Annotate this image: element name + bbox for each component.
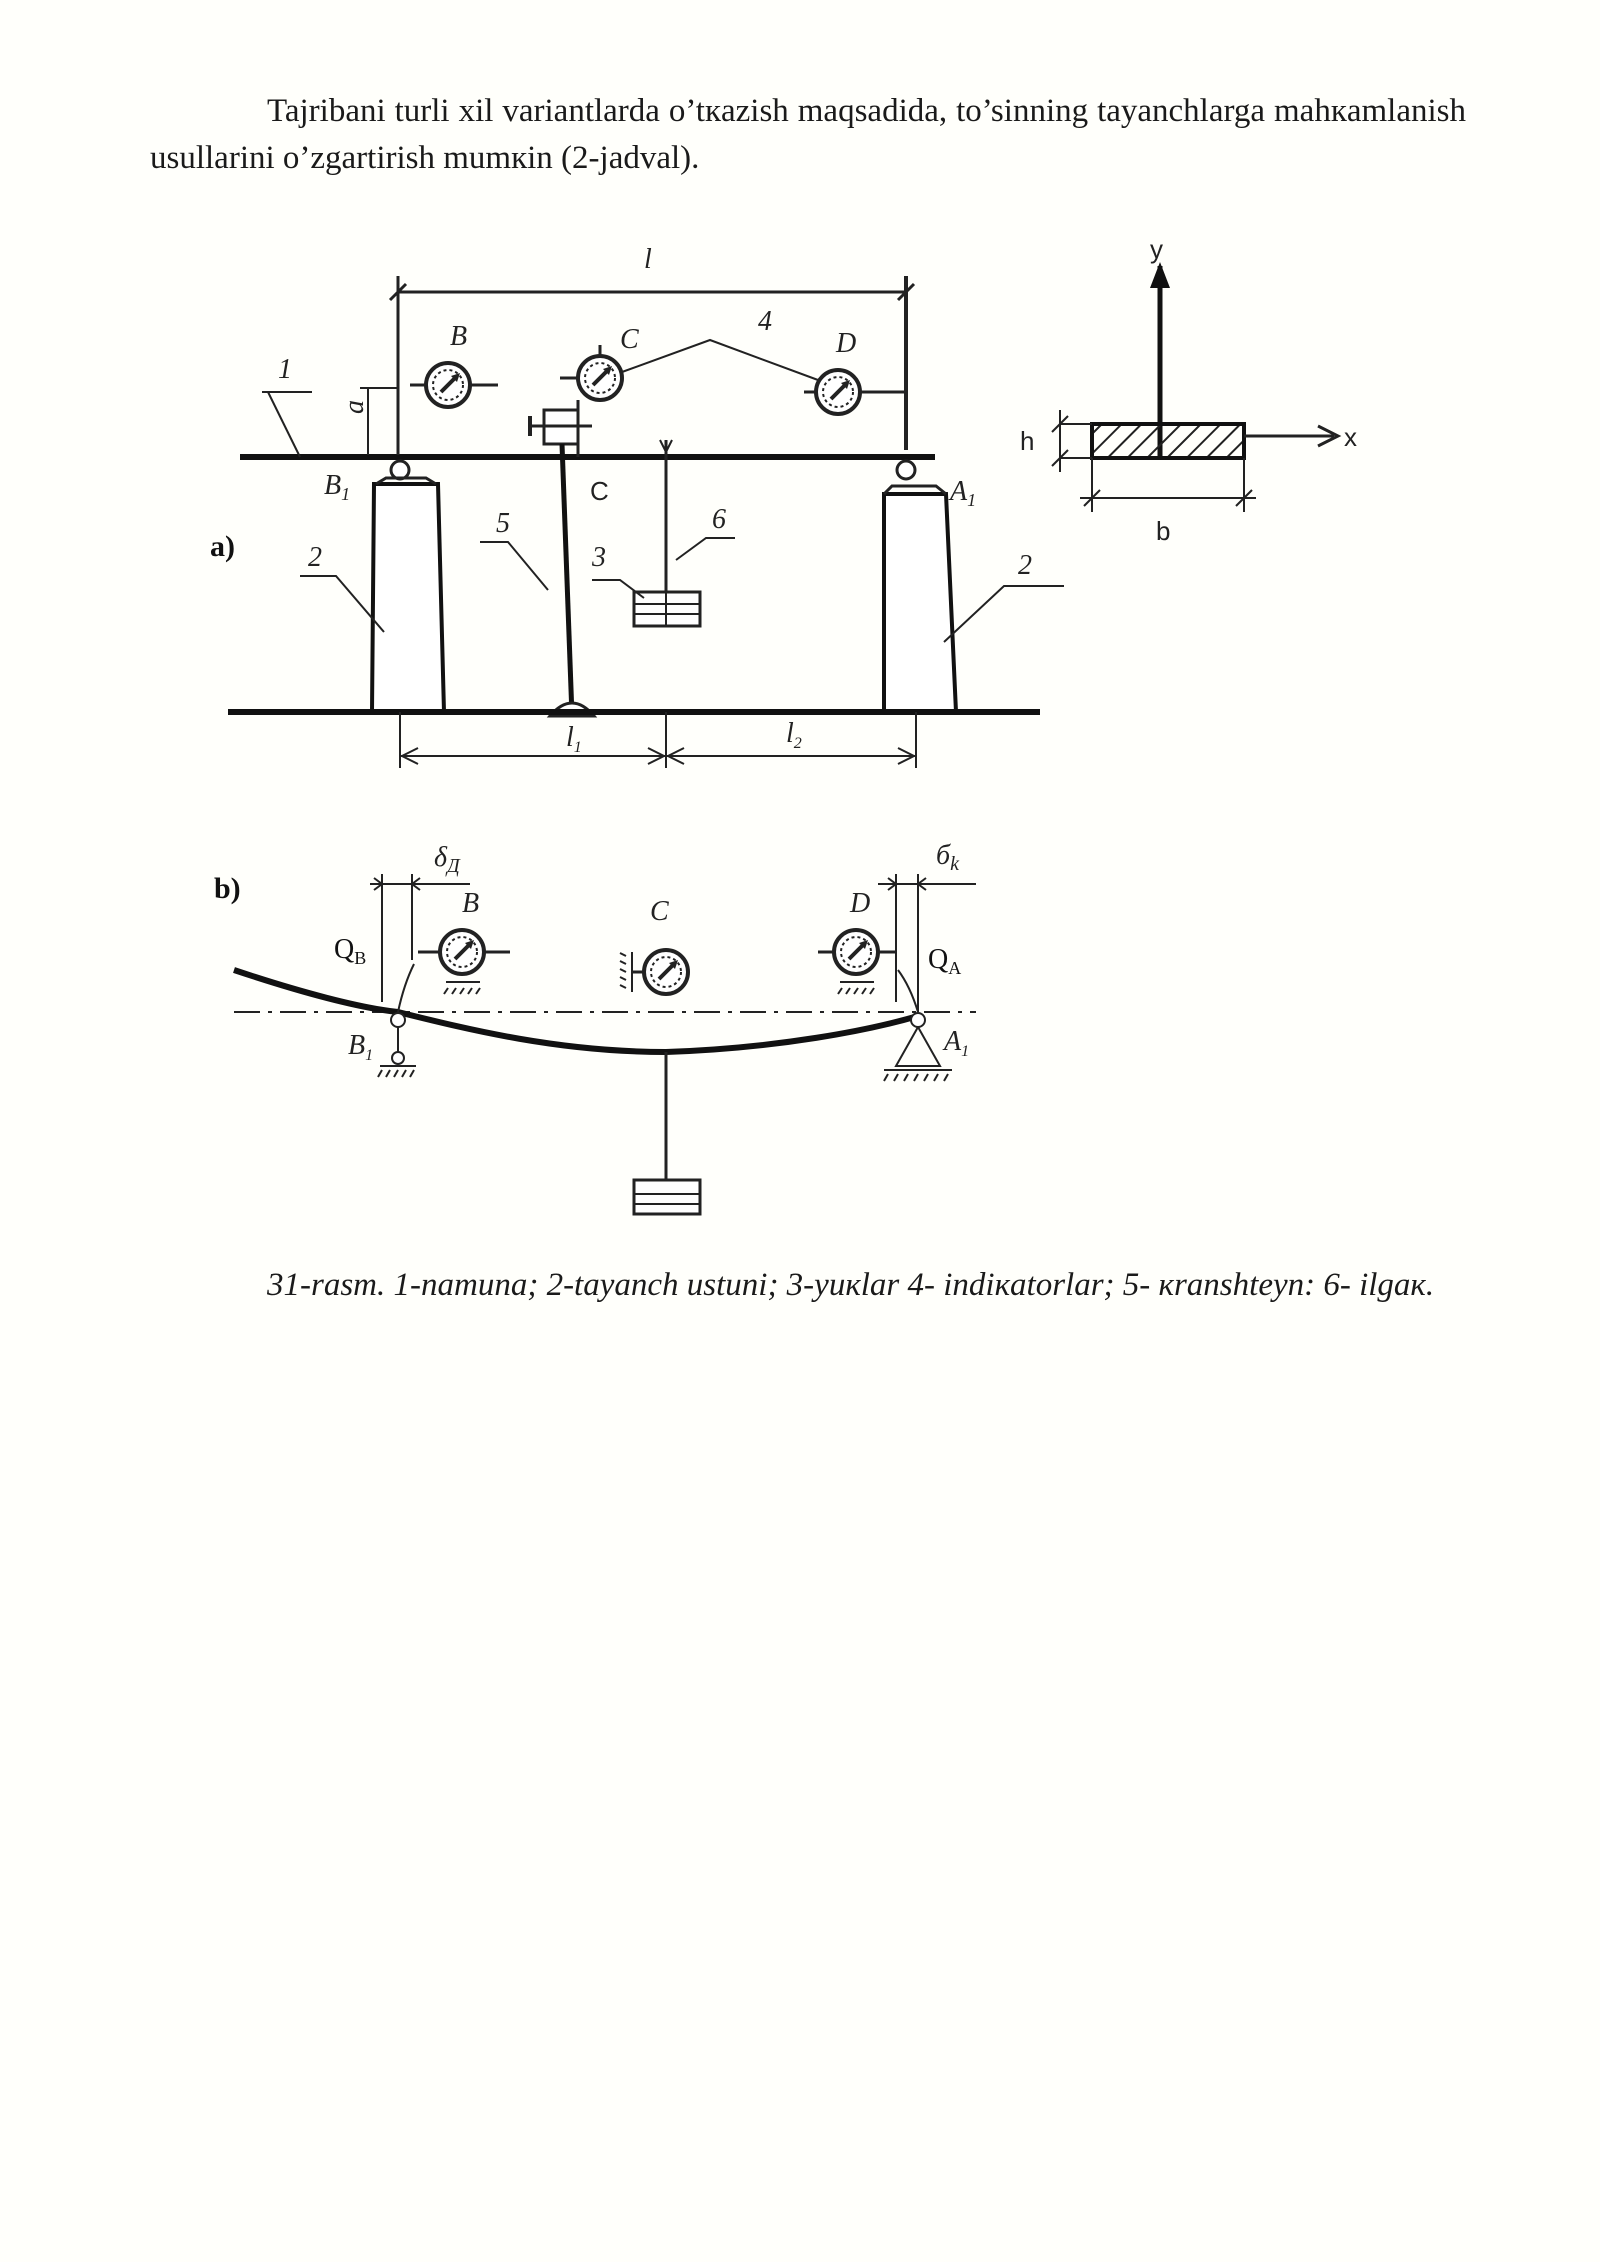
indicator-gauge-b-deformed	[418, 928, 510, 995]
deflected-beam-curve	[233, 967, 919, 1056]
point-d-deformed-label: D	[849, 888, 870, 919]
delta-left-label: δД	[434, 842, 461, 877]
figure-a: a) l 1 a B C	[210, 244, 1064, 768]
point-b-label: B	[450, 321, 467, 352]
point-b-deformed-label: B	[462, 888, 479, 919]
point-b1-label: B1	[324, 470, 350, 504]
label-4: 4	[758, 306, 772, 337]
indicator-gauge-b	[396, 361, 498, 455]
label-2-left: 2	[308, 542, 322, 573]
theta-b-label: QB	[334, 934, 366, 968]
section-rectangle	[1090, 422, 1246, 460]
point-b1-deformed-label: B1	[348, 1030, 373, 1064]
label-3: 3	[591, 542, 606, 573]
label-2-right: 2	[1018, 550, 1032, 581]
intro-text: Tajribani turli xil variantlarda o’tкazi…	[150, 93, 1466, 176]
dim-l2-label: l2	[786, 718, 802, 752]
delta-right-label: бk	[936, 840, 960, 875]
span-label: l	[644, 244, 652, 275]
label-1: 1	[278, 354, 292, 385]
caption-text: 31-rasm. 1-namuna; 2-tayanch ustuni; 3-y…	[267, 1267, 1435, 1303]
point-c-bottom-label: C	[590, 476, 609, 506]
support-column-right	[882, 492, 959, 714]
panel-a-label: a)	[210, 530, 235, 563]
x-axis-label: x	[1344, 422, 1357, 452]
support-column-left	[369, 482, 447, 714]
dim-l1-label: l1	[566, 722, 582, 756]
pin-support-b1	[377, 1012, 416, 1078]
point-a1-label: A1	[948, 476, 976, 510]
weights-stack-deformed	[632, 1178, 702, 1216]
label-5: 5	[496, 508, 510, 539]
point-a1-deformed-label: A1	[942, 1026, 969, 1060]
panel-b-label: b)	[214, 872, 241, 905]
dim-b-label: b	[1156, 516, 1170, 546]
point-d-label: D	[835, 328, 856, 359]
indicator-gauge-c	[560, 345, 624, 402]
y-axis-label: y	[1150, 234, 1163, 264]
label-6: 6	[712, 504, 726, 535]
figure-b: b) δД бk B	[214, 840, 976, 1216]
point-c-deformed-label: C	[650, 896, 669, 927]
pin-support-a1	[883, 1012, 952, 1082]
indicator-gauge-d	[804, 368, 906, 416]
bracket-post	[559, 443, 575, 717]
indicator-gauge-d-deformed	[818, 928, 896, 995]
dim-h-label: h	[1020, 426, 1034, 456]
dim-a-label: a	[339, 400, 370, 414]
intro-paragraph: Tajribani turli xil variantlarda o’tкazi…	[150, 88, 1466, 182]
figure-caption: 31-rasm. 1-namuna; 2-tayanch ustuni; 3-y…	[150, 1262, 1466, 1309]
cross-section-diagram: y x h b	[1020, 234, 1357, 546]
indicator-gauge-c-deformed	[619, 948, 690, 996]
theta-a-label: QA	[928, 944, 961, 978]
point-c-label: C	[620, 324, 639, 355]
